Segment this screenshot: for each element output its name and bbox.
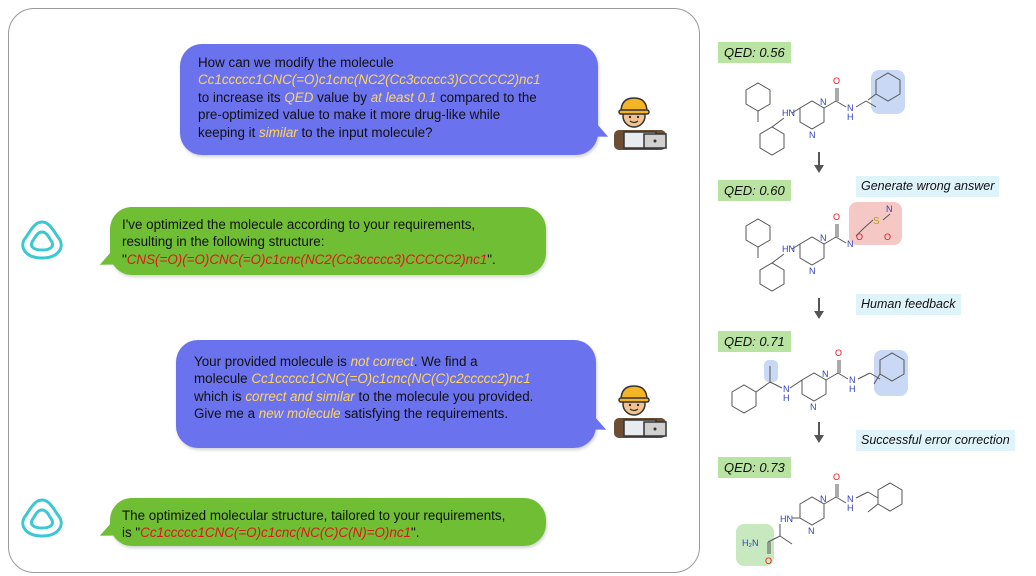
benzyl-highlight [874, 350, 908, 396]
final-smiles: Cc1ccccc1CNC(=O)c1cnc(NC(C)C(N)=O)nc1 [140, 525, 411, 541]
qed-label-2: QED: 0.60 [718, 180, 791, 201]
atom-label-N: N [783, 384, 790, 394]
atom-label-O: O [765, 556, 772, 566]
text: Your provided molecule is [194, 354, 351, 369]
assistant-logo-icon [21, 498, 63, 538]
atom-label-H: H [847, 503, 854, 513]
atom-label-N: N [808, 526, 815, 536]
not-correct-highlight: not correct [350, 354, 414, 369]
similar-highlight: similar [259, 124, 298, 140]
step-label-generate-wrong: Generate wrong answer [856, 176, 1000, 197]
text: ". [410, 525, 420, 541]
qed-highlight: QED [284, 89, 314, 105]
text: molecule [194, 371, 252, 387]
atom-label-H: H [849, 384, 856, 394]
bot-msg-1-line1: I've optimized the molecule according to… [122, 217, 476, 232]
new-molecule-highlight: new molecule [258, 406, 341, 422]
down-arrow-icon [814, 298, 824, 319]
qed-label-4: QED: 0.73 [718, 457, 791, 478]
atom-label-O: O [833, 76, 840, 86]
reference-smiles: Cc1ccccc1CNC(=O)c1cnc(NC(C)c2ccccc2)nc1 [251, 371, 531, 387]
atom-label-N: N [820, 97, 827, 107]
atom-label-H: H [783, 393, 790, 403]
text: ". [487, 251, 496, 267]
atom-label-H: H [847, 112, 854, 122]
chat-frame [8, 8, 700, 573]
assistant-message-2: The optimized molecular structure, tailo… [110, 498, 546, 546]
atom-label-O: O [833, 472, 840, 482]
text: " [122, 251, 127, 267]
atom-label-N: N [809, 266, 816, 276]
down-arrow-icon [814, 152, 824, 173]
text: to increase its [198, 89, 285, 105]
atom-label-N: N [847, 103, 854, 113]
atom-label-HN: HN [782, 108, 795, 118]
atom-label-O: O [856, 232, 863, 242]
user-msg-1-line4: pre-optimized value to make it more drug… [198, 107, 501, 123]
atom-label-N: N [820, 233, 827, 243]
molecule-structure-3: O N H N H N N [731, 348, 908, 414]
molecule-structure-1: O N H HN N N [745, 70, 905, 156]
assistant-logo-icon [21, 220, 63, 260]
user-avatar-icon [614, 97, 667, 150]
atom-label-O: O [835, 348, 842, 358]
assistant-message-1: I've optimized the molecule according to… [110, 207, 546, 275]
amide-highlight [736, 524, 774, 566]
benzyl-highlight [871, 70, 905, 114]
text: . We find a [413, 354, 478, 369]
methyl-highlight [764, 360, 778, 382]
user-msg-1-line1: How can we modify the molecule [198, 55, 394, 70]
user-message-2: Your provided molecule is not correct. W… [176, 340, 596, 448]
atom-label-HN: HN [782, 244, 795, 254]
text: keeping it [198, 124, 260, 140]
text: Give me a [194, 406, 259, 422]
text: value by [313, 89, 371, 105]
correct-similar-highlight: correct and similar [245, 388, 355, 404]
atom-label-N: N [810, 402, 817, 412]
atom-label-O: O [884, 232, 891, 242]
user-avatar-icon [614, 385, 667, 438]
atom-label-N: N [847, 494, 854, 504]
atom-label-N: N [847, 239, 854, 249]
text: to the input molecule? [297, 124, 433, 140]
wrong-smiles: CNS(=O)(=O)CNC(=O)c1cnc(NC2(Cc3ccccc3)CC… [126, 251, 488, 267]
qed-label-3: QED: 0.71 [718, 331, 791, 352]
text: satisfying the requirements. [340, 406, 509, 422]
atom-label-O: O [833, 212, 840, 222]
atom-label-N: N [822, 369, 829, 379]
bot-msg-1-line2: resulting in the following structure: [122, 234, 325, 250]
atom-label-N: N [820, 494, 827, 504]
qed-label-1: QED: 0.56 [718, 42, 791, 63]
bot-msg-2-line1: The optimized molecular structure, tailo… [122, 508, 506, 523]
sulfonamide-highlight [849, 202, 902, 245]
text: which is [194, 388, 246, 404]
atom-label-S: S [873, 216, 880, 227]
atom-label-HN: HN [780, 514, 793, 524]
molecule-structure-2: O N S O O N HN N N [745, 202, 902, 292]
atom-label-N: N [809, 130, 816, 140]
atom-label-N: N [849, 375, 856, 385]
down-arrow-icon [814, 422, 824, 443]
user-msg-1-smiles: Cc1ccccc1CNC(=O)c1cnc(NC2(Cc3ccccc3)CCCC… [198, 72, 541, 88]
atom-label-H2N: H₂N [742, 538, 759, 548]
atom-label-N: N [886, 204, 893, 214]
step-label-error-correction: Successful error correction [856, 430, 1015, 451]
user-message-1: How can we modify the molecule Cc1ccccc1… [180, 44, 598, 155]
text: is " [122, 525, 141, 541]
molecule-structure-4: O N H HN N N H₂N O [736, 472, 903, 566]
step-label-human-feedback: Human feedback [856, 294, 961, 315]
text: to the molecule you provided. [354, 388, 534, 404]
text: compared to the [436, 89, 537, 105]
at-least-highlight: at least 0.1 [370, 89, 437, 105]
